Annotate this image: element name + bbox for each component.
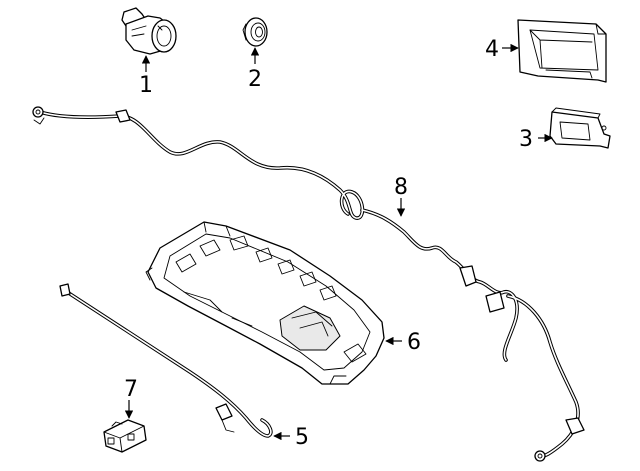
callout-7: 7 [124, 377, 138, 402]
part-3-module [549, 107, 611, 149]
callout-4: 4 [485, 37, 499, 62]
part-2-grommet [242, 17, 268, 47]
callout-6: 6 [407, 330, 421, 355]
part-8-wiring-harness [32, 106, 585, 462]
part-1-sensor [121, 7, 177, 55]
callout-8: 8 [394, 175, 408, 200]
callout-3: 3 [519, 127, 533, 152]
callout-2: 2 [248, 67, 262, 92]
callout-5: 5 [295, 425, 309, 450]
part-6-housing [145, 221, 385, 385]
part-7-connector [103, 419, 147, 453]
part-4-bracket [517, 19, 607, 83]
part-5-cable [59, 283, 273, 438]
callout-1: 1 [139, 73, 153, 98]
